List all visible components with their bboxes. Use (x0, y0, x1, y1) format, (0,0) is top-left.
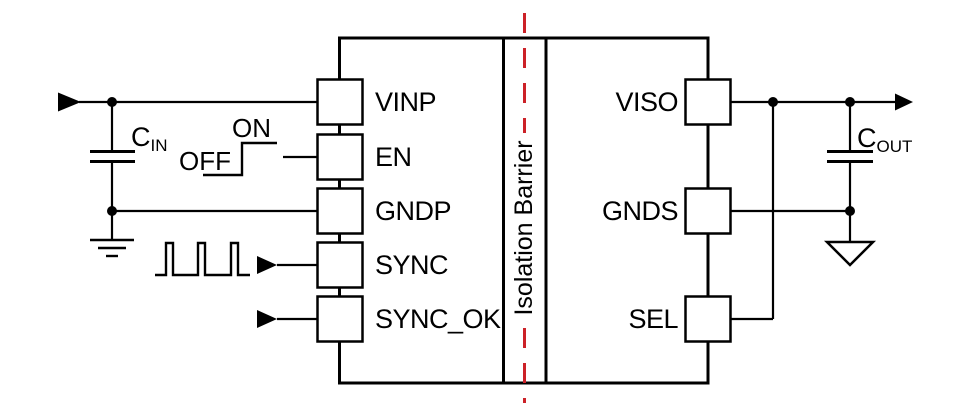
pin-label-sel: SEL (628, 304, 678, 334)
sync-ok-annotation (257, 310, 318, 328)
pin-box-viso (684, 78, 732, 126)
pin-box-gnds (684, 187, 732, 235)
right-pins: VISO GNDS SEL (602, 78, 732, 343)
signal-ground-icon (823, 240, 877, 267)
enable-step-waveform-icon (203, 141, 277, 177)
sync-pulse-waveform-icon (155, 241, 250, 277)
sync-annotation (155, 241, 318, 277)
pin-label-sync: SYNC (375, 250, 448, 280)
isolation-barrier-label: Isolation Barrier (510, 140, 538, 315)
input-arrow-icon (58, 92, 81, 112)
earth-ground-icon (90, 238, 134, 258)
pin-box-sel (684, 295, 732, 343)
ic-block: Isolation Barrier (338, 13, 710, 403)
cin-capacitor-icon (90, 150, 135, 163)
pin-label-viso: VISO (615, 87, 678, 117)
pin-box-sync-ok (316, 295, 364, 343)
input-network: CIN (58, 92, 318, 258)
cout-capacitor-icon (827, 150, 873, 163)
pin-label-en: EN (375, 142, 412, 172)
pin-label-sync-ok: SYNC_OK (375, 304, 501, 334)
on-label: ON (232, 113, 271, 143)
pin-label-vinp: VINP (375, 87, 436, 117)
off-label: OFF (179, 146, 231, 176)
enable-annotation: ON OFF (179, 113, 318, 177)
pin-label-gndp: GNDP (375, 196, 451, 226)
output-arrow-icon (895, 93, 913, 111)
pin-label-gnds: GNDS (602, 196, 678, 226)
pin-box-en (316, 133, 364, 181)
sync-ok-arrow-icon (257, 310, 277, 328)
output-network: COUT (730, 93, 913, 321)
cout-label: COUT (857, 123, 912, 156)
pin-box-gndp (316, 187, 364, 235)
pin-box-vinp (316, 78, 364, 126)
sync-arrow-icon (257, 256, 277, 274)
left-pins: VINP EN GNDP SYNC SYNC_OK (316, 78, 502, 343)
barrier-label-backdrop (506, 133, 543, 323)
pin-box-sync (316, 241, 364, 289)
cin-label: CIN (131, 122, 168, 155)
